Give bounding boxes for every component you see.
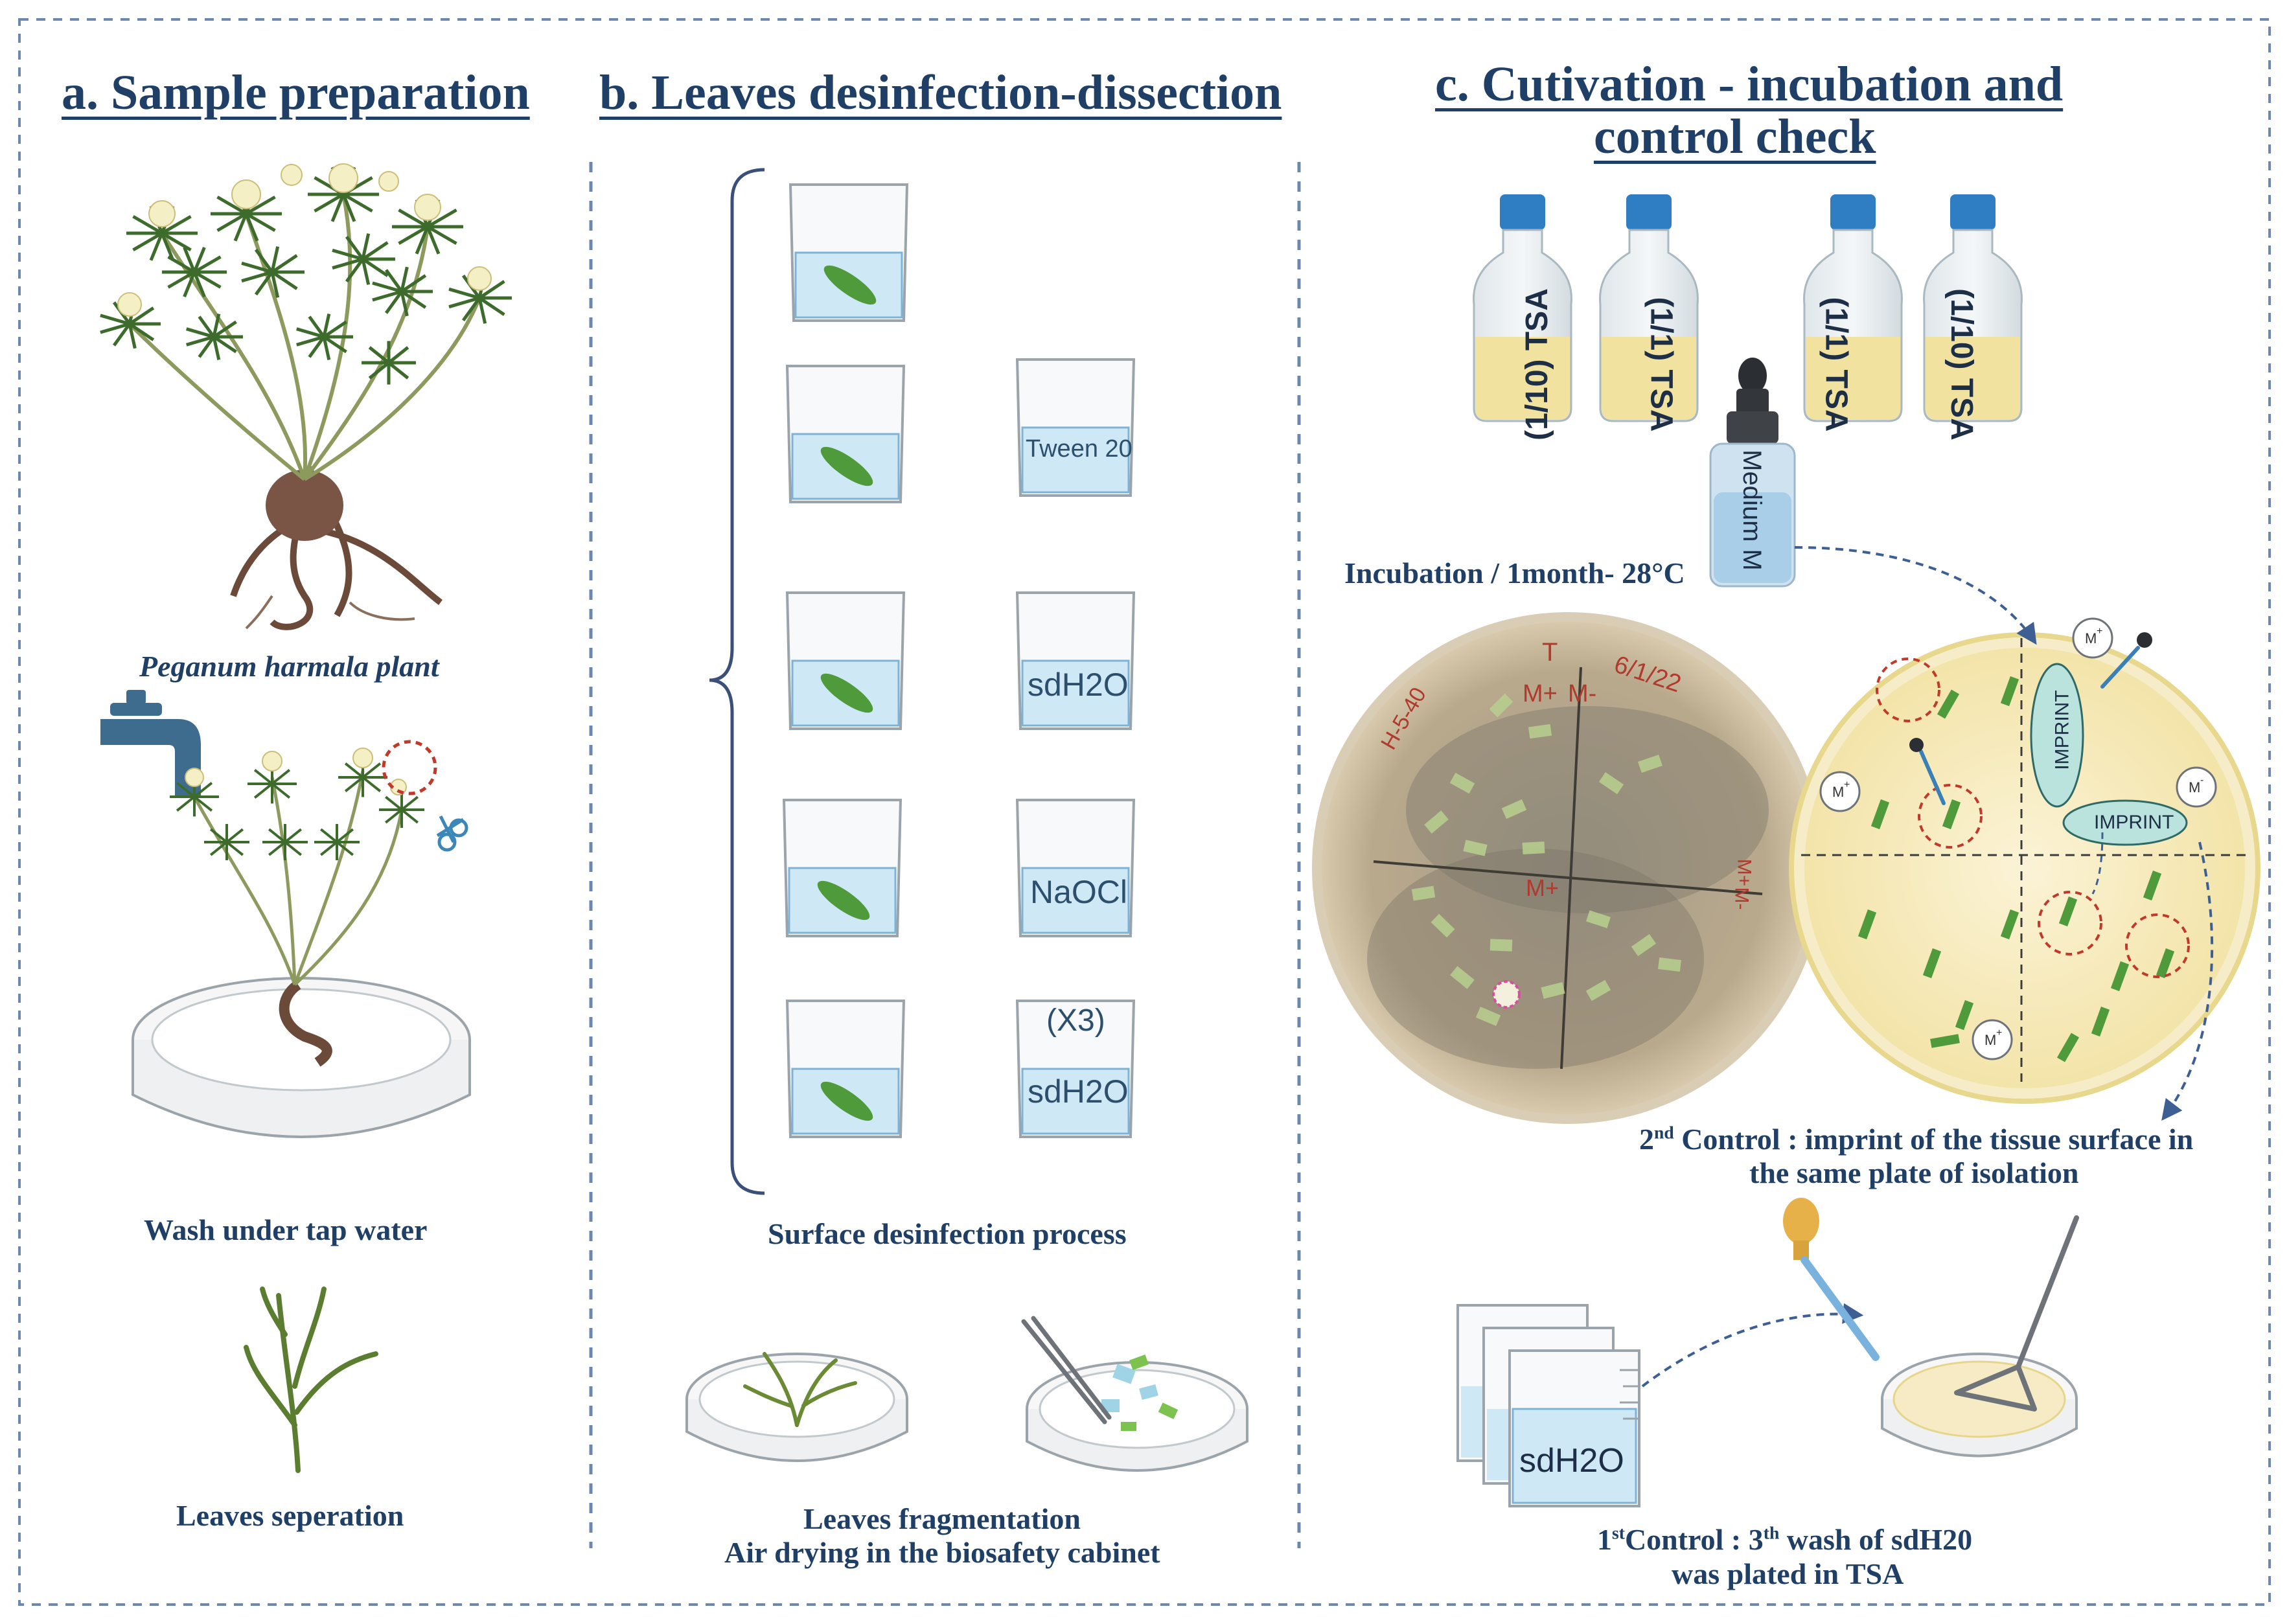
- control2-caption-line1: 2nd Control : imprint of the tissue surf…: [1639, 1122, 2194, 1156]
- caption-process: Surface desinfection process: [768, 1217, 1127, 1250]
- m-badge-icon: M-: [2176, 766, 2217, 808]
- bottle-label-4: (1/10) TSA: [1944, 288, 1979, 440]
- spreader-petri-dish: [1783, 1198, 2079, 1458]
- svg-text:+: +: [1996, 1027, 2002, 1038]
- photo-mark-mminus: M-: [1568, 680, 1597, 707]
- cut-region-marker: [382, 740, 437, 795]
- photo-mark-mminus-right: M-: [1731, 887, 1753, 910]
- media-bottle-icon: [1923, 194, 2023, 422]
- control1-caption-line2: was plated in TSA: [1672, 1557, 1904, 1590]
- imprint-vertical: [2030, 663, 2084, 808]
- leaves-sprig: [244, 1287, 378, 1473]
- arrow-incubation: [1794, 546, 2037, 645]
- arrow-control1: [1641, 1303, 1864, 1388]
- svg-text:M: M: [1832, 784, 1844, 800]
- svg-text:+: +: [1844, 779, 1850, 790]
- petri-dish-with-plant: [132, 748, 471, 1138]
- section-a-title: a. Sample preparation: [62, 65, 530, 120]
- arrow-imprint-return: [2091, 832, 2104, 895]
- curly-brace: [709, 168, 765, 1195]
- incubation-label: Incubation / 1month- 28°C: [1344, 556, 1685, 589]
- caption-wash: Wash under tap water: [144, 1213, 428, 1246]
- beaker-label-sdh2o-1: sdH2O: [1028, 667, 1129, 703]
- photo-mark-t: T: [1542, 638, 1558, 667]
- beaker-icon: [782, 799, 903, 937]
- stacked-beakers: [1456, 1304, 1640, 1507]
- arrow-control2: [2161, 841, 2214, 1121]
- beaker-icon: [1015, 799, 1136, 937]
- beaker-label-sdh2o-2: sdH2O: [1028, 1073, 1129, 1110]
- pipette-icon: [1919, 646, 2140, 805]
- bottle-label-3: (1/1) TSA: [1819, 297, 1854, 432]
- imprint-horizontal: [2062, 799, 2188, 846]
- section-c-title-line1: c. Cutivation - incubation and: [1435, 57, 2064, 111]
- caption-leaves: Leaves seperation: [176, 1499, 404, 1532]
- dropper-bottle-icon: [1709, 358, 1796, 588]
- outer-dashed-border: [18, 18, 2271, 1606]
- media-bottle-icon: [1599, 194, 1699, 422]
- bottle-label-2: (1/1) TSA: [1644, 297, 1679, 432]
- media-bottle-icon: [1473, 194, 1572, 422]
- plate-photo: [1312, 612, 1824, 1124]
- stacked-beaker-label: sdH2O: [1519, 1442, 1624, 1480]
- bottle-label-1: (1/10) TSA: [1519, 288, 1554, 440]
- plant-illustration: [100, 163, 512, 630]
- media-bottle-icon: [1803, 194, 1903, 422]
- spreader-icon: [1954, 1215, 2079, 1412]
- photo-mark-mplus-center: M+: [1526, 875, 1559, 901]
- imprint-label-horizontal: IMPRINT: [2094, 812, 2174, 833]
- svg-text:+: +: [2097, 626, 2102, 637]
- svg-text:M: M: [2189, 779, 2200, 795]
- svg-text:M: M: [1984, 1032, 1996, 1048]
- beaker-icon: [785, 591, 906, 730]
- svg-text:M: M: [2085, 630, 2097, 646]
- control2-caption-line2: the same plate of isolation: [1749, 1156, 2079, 1189]
- schematic-plate: M+M-M+M+: [1789, 617, 2260, 1104]
- beaker-label-x3: (X3): [1046, 1003, 1105, 1038]
- beaker-icon: [785, 1000, 906, 1138]
- petri-dish-leaves: [685, 1352, 908, 1462]
- caption-plant: Peganum harmala plant: [139, 650, 439, 683]
- pipette-bulb-icon: [1783, 1198, 1880, 1361]
- control1-caption-line1: 1stControl : 3th wash of sdH20: [1597, 1522, 1973, 1556]
- section-c-title-line2: control check: [1594, 109, 1876, 164]
- imprint-label-vertical: IMPRINT: [2051, 690, 2073, 770]
- section-b-title: b. Leaves desinfection-dissection: [599, 65, 1282, 120]
- beaker-icon: [1015, 358, 1136, 497]
- photo-mark-mplus-right: M+: [1733, 858, 1755, 887]
- caption-fragmentation-1: Leaves fragmentation: [803, 1502, 1081, 1535]
- tweezers-icon: [1021, 1316, 1112, 1424]
- m-badge-icon: M+: [1972, 1019, 2013, 1060]
- beaker-icon: [788, 183, 909, 322]
- petri-dish-fragments: [1021, 1316, 1248, 1472]
- svg-text:-: -: [2200, 775, 2203, 786]
- beaker-label-naocl: NaOCl: [1030, 874, 1128, 910]
- photo-mark-mplus: M+: [1523, 680, 1558, 707]
- caption-fragmentation-2: Air drying in the biosafety cabinet: [724, 1536, 1160, 1569]
- m-badge-icon: M+: [2072, 617, 2113, 659]
- beaker-label-tween: Tween 20: [1026, 435, 1133, 463]
- beaker-icon: [1015, 591, 1136, 730]
- faucet-icon: [100, 690, 201, 797]
- beaker-icon: [1015, 1000, 1136, 1138]
- dropper-label: Medium M: [1737, 450, 1766, 571]
- scissors-icon: [436, 815, 468, 852]
- beaker-icon: [785, 365, 906, 503]
- m-badge-icon: M+: [1819, 771, 1861, 812]
